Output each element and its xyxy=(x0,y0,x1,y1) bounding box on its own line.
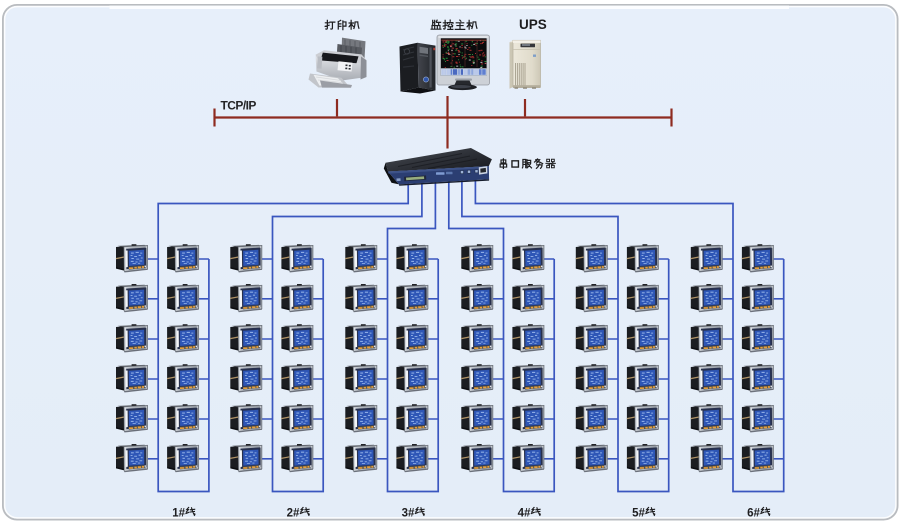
svg-text:2#: 2# xyxy=(287,508,300,520)
svg-text:TCP/IP: TCP/IP xyxy=(221,99,257,113)
svg-text:3#: 3# xyxy=(402,508,415,520)
svg-text:6#: 6# xyxy=(747,508,760,520)
svg-text:1#: 1# xyxy=(172,508,185,520)
svg-text:5#: 5# xyxy=(632,508,645,520)
svg-text:UPS: UPS xyxy=(519,17,547,32)
svg-text:4#: 4# xyxy=(518,508,531,520)
